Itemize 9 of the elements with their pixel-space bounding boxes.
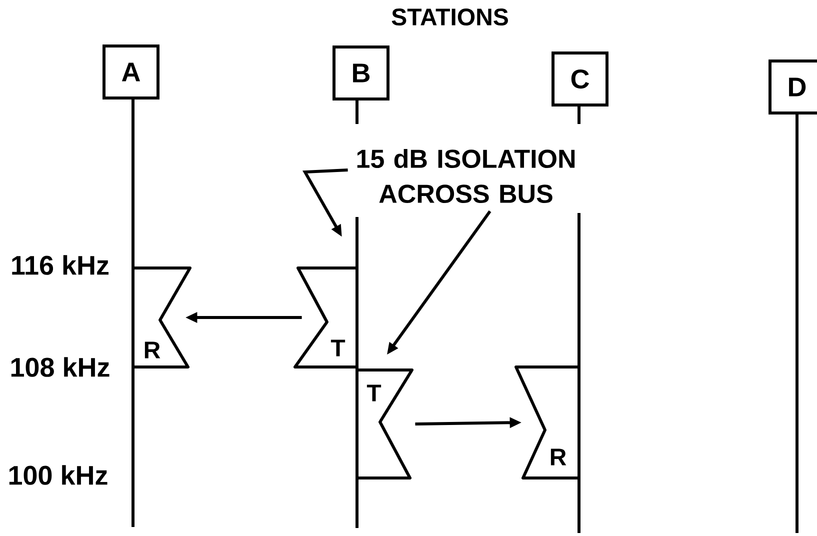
callout-text: 15 dB ISOLATION ACROSS BUS [357,148,575,204]
title: STATIONS [392,8,508,26]
station-box: A [102,44,160,100]
station-box: C [552,52,608,106]
frequency-label: 116 kHz [12,255,109,275]
station-box: B [332,46,390,100]
frequency-label: 108 kHz [11,357,110,377]
frequency-label: 100 kHz [9,465,108,485]
station-box: D [768,60,817,114]
